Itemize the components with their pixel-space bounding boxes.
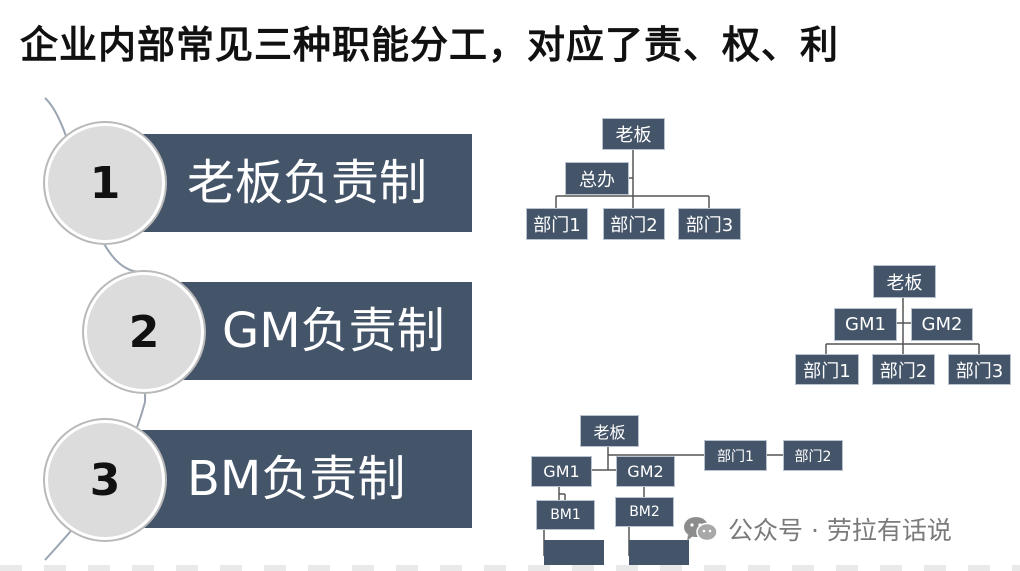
page-title: 企业内部常见三种职能分工，对应了责、权、利 <box>20 23 840 67</box>
model-number-circle-3: 3 <box>45 420 165 540</box>
org-chart-2-gm-1: GM1 <box>834 308 897 341</box>
org-chart-3-boss: 老板 <box>580 415 639 447</box>
org-chart-2-dept-3: 部门3 <box>948 354 1011 385</box>
org-chart-2-gm-2: GM2 <box>911 308 973 341</box>
org-chart-3-side-dept-2: 部门2 <box>783 440 843 471</box>
model-label-2: GM负责制 <box>222 303 445 359</box>
org-chart-3-bm-1: BM1 <box>536 500 595 530</box>
model-number-circle-2: 2 <box>84 272 204 392</box>
org-chart-2-dept-2: 部门2 <box>872 354 935 385</box>
model-label-3: BM负责制 <box>187 451 406 507</box>
watermark: 公众号 · 劳拉有话说 <box>682 512 952 546</box>
org-chart-2-boss: 老板 <box>873 265 936 298</box>
watermark-text: 公众号 · 劳拉有话说 <box>728 516 952 545</box>
org-chart-1-dept-1: 部门1 <box>526 208 588 240</box>
org-chart-1-boss: 老板 <box>602 118 665 150</box>
model-band-2: GM负责制 <box>175 282 472 380</box>
org-chart-3-bm-2: BM2 <box>615 497 674 527</box>
model-number-circle-1: 1 <box>45 123 165 243</box>
org-chart-2-dept-1: 部门1 <box>795 354 859 385</box>
model-band-1: 老板负责制 <box>132 134 472 232</box>
org-chart-1-office: 总办 <box>565 162 629 195</box>
model-band-3: BM负责制 <box>135 430 472 528</box>
org-chart-1-dept-2: 部门2 <box>603 208 665 240</box>
bottom-dotted-border <box>0 565 1020 571</box>
org-chart-3-side-dept-1: 部门1 <box>704 440 767 471</box>
org-chart-3-gm-1: GM1 <box>531 456 592 487</box>
org-chart-1-dept-3: 部门3 <box>678 208 741 240</box>
org-chart-3-empty-box-1 <box>544 540 604 569</box>
model-label-1: 老板负责制 <box>187 155 428 211</box>
org-chart-3-gm-2: GM2 <box>616 456 675 487</box>
wechat-icon <box>684 517 718 542</box>
